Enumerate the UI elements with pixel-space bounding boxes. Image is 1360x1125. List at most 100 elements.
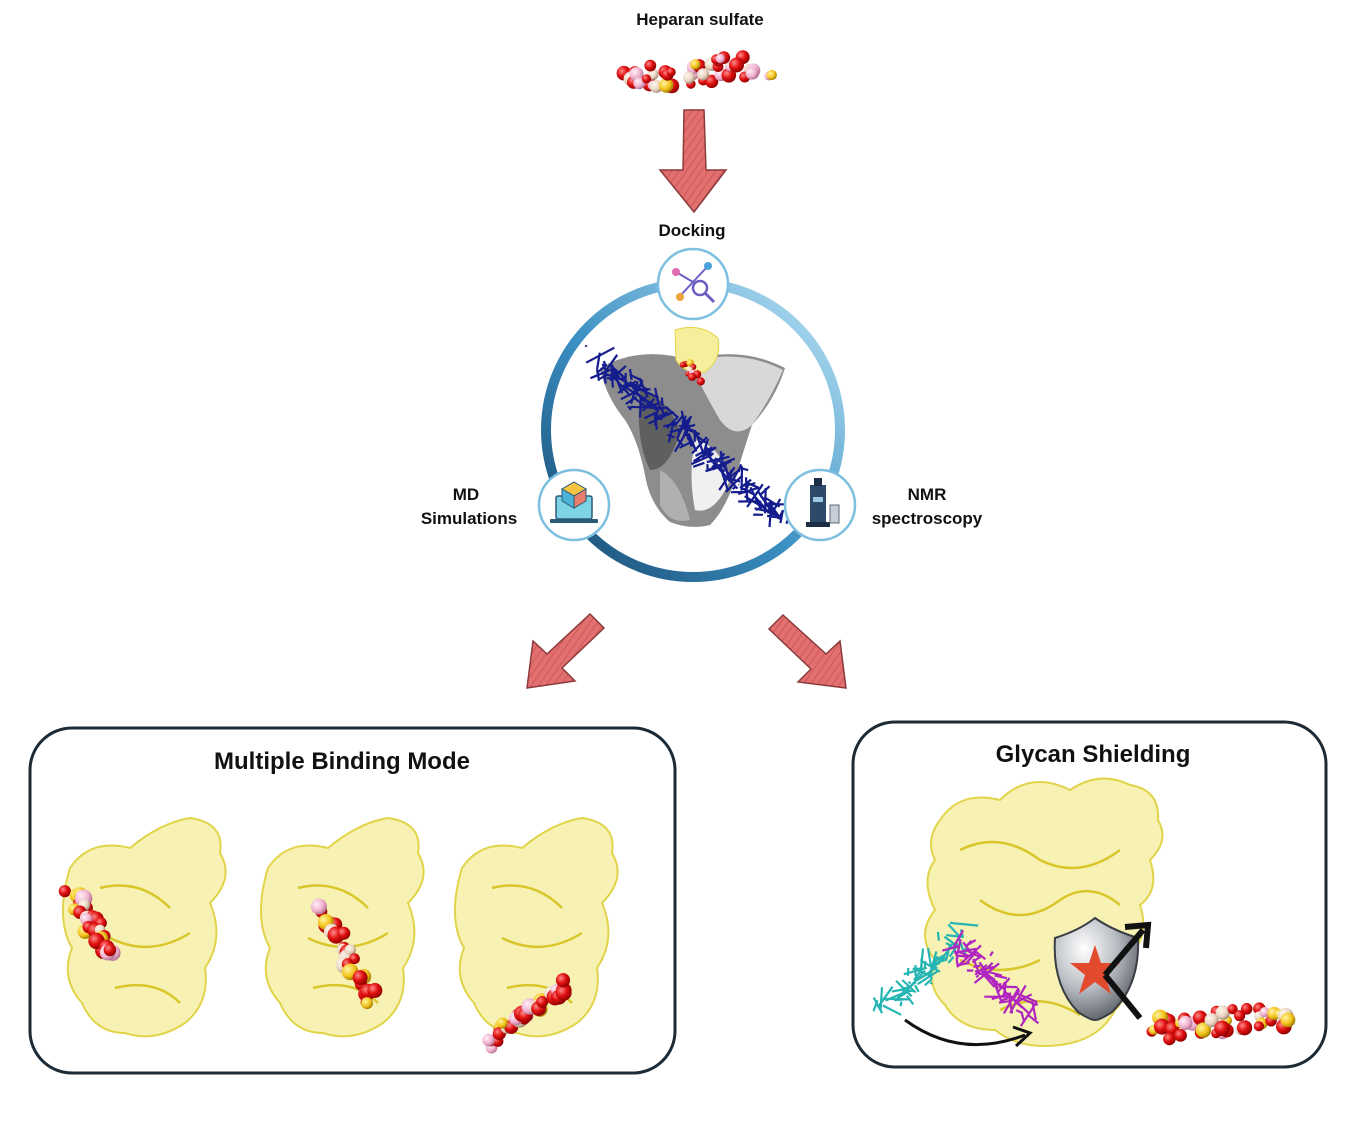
heparan-sulfate-molecule-top [616, 50, 777, 94]
glycan-bond [998, 985, 1018, 989]
glycan-bond [1002, 983, 1007, 996]
atom-sphere [555, 984, 572, 1001]
atom-sphere [1227, 1004, 1238, 1015]
glycan-bond [657, 404, 666, 415]
heparan-sulfate-molecule-right [1146, 1002, 1296, 1046]
atom-sphere [690, 59, 701, 70]
glycan-bond [882, 1004, 902, 1016]
glycan-bond [948, 946, 958, 958]
glycan-bond [1007, 993, 1014, 1014]
glycan-bond [632, 380, 644, 395]
atom-sphere [367, 983, 383, 998]
atom-sphere [1259, 1007, 1270, 1017]
glycan-bond [945, 942, 952, 947]
glycan-bond [906, 995, 915, 1006]
glycan-bond [695, 446, 713, 457]
atom-sphere [745, 66, 759, 80]
glycan-bond [975, 974, 980, 979]
glycan-bond [753, 495, 770, 513]
atom-sphere [1195, 1022, 1212, 1038]
glycan-bond [737, 486, 760, 496]
glycan-bond [638, 387, 660, 399]
glycan-bond [955, 957, 959, 967]
glycan-bond [743, 485, 750, 491]
glycan-bond [692, 461, 705, 468]
glycan-cyan [872, 921, 979, 1016]
arrow-to-glycan-shielding [767, 613, 847, 689]
atom-sphere [337, 926, 351, 940]
glycan-bond [936, 931, 940, 941]
repulsion-arrow [1102, 921, 1152, 1020]
glycan-bond [711, 452, 726, 469]
atom-sphere [666, 67, 676, 77]
glycan-bond [718, 462, 723, 468]
glycan-bond [687, 433, 697, 450]
glycan-bond [602, 360, 607, 367]
atom-sphere [683, 71, 696, 84]
atom-sphere [1204, 1013, 1219, 1028]
glycan-bond [876, 986, 894, 1008]
glycan-motion-arrowhead [1012, 1025, 1033, 1048]
glycan-bond [737, 463, 743, 473]
glycan-bond [947, 952, 950, 956]
nmr-spectroscopy-icon [783, 468, 857, 542]
glycan-bond [725, 481, 736, 493]
glycan-bond [766, 514, 782, 519]
atom-sphere [310, 898, 327, 915]
glycan-bond [660, 397, 664, 407]
atom-sphere [696, 377, 705, 386]
multiple-binding-mode-title: Multiple Binding Mode [214, 748, 470, 775]
glycan-bond [914, 984, 920, 993]
glycan-bond [627, 405, 632, 411]
docking-icon [656, 247, 730, 321]
glycan-bond [1031, 1001, 1037, 1020]
glycan-bond [917, 969, 939, 986]
atom-sphere [766, 69, 777, 81]
glycan-bond [996, 977, 1011, 994]
protein-binding-mode-1 [58, 816, 227, 1038]
atom-sphere [1215, 1005, 1231, 1020]
atom-sphere [644, 59, 657, 72]
glycan-bond [612, 367, 627, 380]
glycan-bond [913, 970, 922, 981]
glycan-bond [919, 948, 925, 969]
glycan-bond [879, 987, 884, 1011]
md-simulations-icon [537, 468, 611, 542]
glycan-bond [679, 440, 693, 449]
glycan-shielding-title: Glycan Shielding [996, 741, 1191, 768]
glycan-bond [676, 438, 684, 447]
atom-sphere [721, 68, 737, 83]
glycan-bond [989, 950, 994, 957]
glycan-bond [885, 989, 909, 1002]
atom-sphere [715, 54, 725, 64]
atom-sphere [361, 997, 373, 1010]
glycan-bond [699, 439, 706, 444]
glycan-bond [744, 482, 756, 488]
glycan-magenta [941, 929, 1040, 1027]
glycan-bond [706, 454, 726, 473]
atom-sphere [658, 78, 674, 93]
glycan-bond [965, 948, 982, 959]
glycan-bond [759, 495, 780, 520]
glycan-bond [653, 411, 658, 430]
protein-ribbon [99, 884, 191, 1004]
glycan-bond [595, 352, 601, 370]
glycan-bond [924, 978, 933, 987]
glycan-bond [712, 461, 729, 479]
glycan-bond [923, 960, 927, 969]
atom-sphere [1174, 1029, 1187, 1042]
nmr-label-line2: spectroscopy [872, 509, 983, 528]
atom-sphere [1280, 1012, 1296, 1028]
glycan-bond [597, 364, 608, 373]
glycan-bond [1002, 987, 1020, 1014]
nmr-label-line1: NMR [908, 485, 947, 504]
glycan-bond [643, 412, 656, 420]
glycan-bond [947, 956, 955, 964]
glycan-bond [946, 934, 964, 939]
glycan-bond [605, 354, 619, 371]
glycan-bond [956, 950, 969, 957]
glycan-bond [982, 973, 996, 988]
glycan-bond [769, 498, 782, 517]
atom-sphere [1253, 1021, 1264, 1032]
glycan-bond [1002, 982, 1006, 986]
